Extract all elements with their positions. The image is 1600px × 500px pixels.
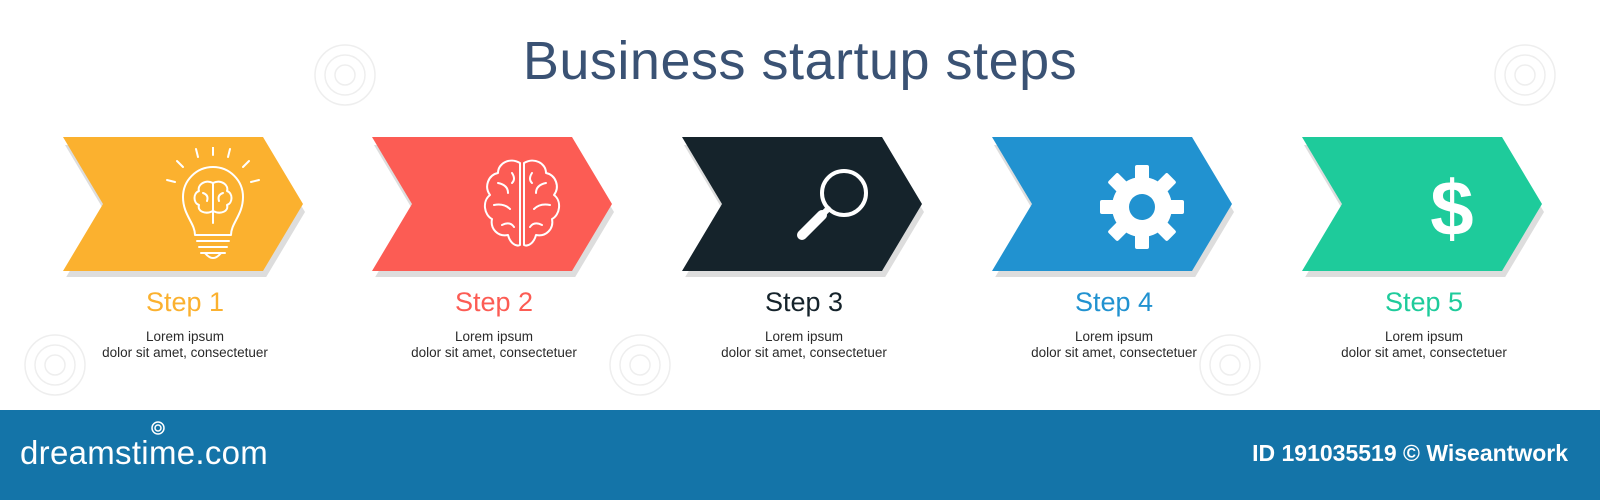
- step-description-line-1: Lorem ipsum: [1384, 329, 1464, 344]
- dreamstime-swirl-icon: [151, 421, 165, 435]
- footer-bar: dreamstime.com ID 191035519 © Wiseantwor…: [0, 410, 1600, 500]
- step-description: Lorem ipsum dolor sit amet, consectetuer: [60, 329, 310, 361]
- step-description-line-1: Lorem ipsum: [764, 329, 844, 344]
- step-description-line-2: dolor sit amet, consectetuer: [411, 345, 577, 360]
- gear-icon: [1100, 165, 1184, 249]
- step-label: Step 5: [1384, 287, 1464, 317]
- step-description-line-2: dolor sit amet, consectetuer: [721, 345, 887, 360]
- step-description-line-1: Lorem ipsum: [454, 329, 534, 344]
- chevron-arrow: [63, 137, 308, 277]
- brain-icon: [484, 159, 560, 247]
- step-label: Step 3: [764, 287, 844, 317]
- magnifier-icon: [797, 169, 868, 240]
- svg-text:$: $: [1430, 164, 1473, 252]
- dollar-icon: $: [1430, 164, 1473, 252]
- chevron-arrow: [372, 137, 617, 277]
- page-title: Business startup steps: [522, 31, 1078, 91]
- lightbulb-brain-icon: [166, 147, 260, 259]
- step-description: Lorem ipsum dolor sit amet, consectetuer: [989, 329, 1239, 361]
- step-description: Lorem ipsum dolor sit amet, consectetuer: [1299, 329, 1549, 361]
- chevron-arrow: [992, 137, 1237, 277]
- step-description-line-2: dolor sit amet, consectetuer: [1341, 345, 1507, 360]
- step-description: Lorem ipsum dolor sit amet, consectetuer: [369, 329, 619, 361]
- step-label: Step 1: [145, 287, 225, 317]
- step-label: Step 2: [454, 287, 534, 317]
- footer-credit: ID 191035519 © Wiseantwork: [1252, 440, 1568, 466]
- step-description-line-2: dolor sit amet, consectetuer: [1031, 345, 1197, 360]
- footer-brand[interactable]: dreamstime.com: [20, 434, 269, 471]
- step-description-line-1: Lorem ipsum: [1074, 329, 1154, 344]
- step-description: Lorem ipsum dolor sit amet, consectetuer: [679, 329, 929, 361]
- step-label: Step 4: [1074, 287, 1154, 317]
- step-description-line-2: dolor sit amet, consectetuer: [102, 345, 268, 360]
- step-description-line-1: Lorem ipsum: [145, 329, 225, 344]
- chevron-arrow: $: [1302, 137, 1547, 277]
- chevron-arrow: [682, 137, 927, 277]
